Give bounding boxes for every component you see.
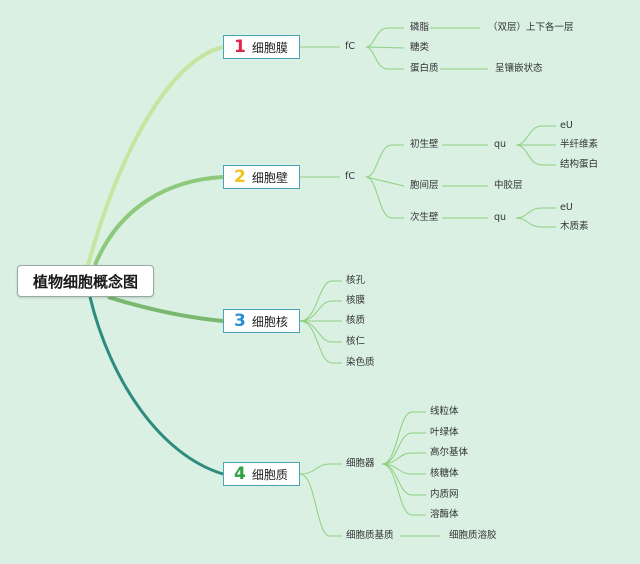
branch-line-1: [86, 45, 224, 266]
branch-number-3: 3: [234, 310, 246, 331]
leaf-nucleolus[interactable]: 核仁: [346, 336, 366, 347]
leaf-primary-wall[interactable]: 初生壁: [410, 139, 439, 150]
leaf-nucleoplasm[interactable]: 核质: [346, 315, 366, 326]
connector-label[interactable]: fC: [345, 41, 355, 52]
leaf-item[interactable]: 内质网: [430, 489, 459, 500]
leaf-item[interactable]: 高尔基体: [430, 447, 469, 458]
leaf-item[interactable]: 叶绿体: [430, 427, 459, 438]
branch-label: 细胞质: [251, 467, 288, 482]
branch-line-3: [107, 295, 224, 323]
leaf-detail[interactable]: 细胞质溶胶: [449, 530, 497, 541]
leaf-nuclear-pore[interactable]: 核孔: [346, 275, 366, 286]
leaf-phospholipid[interactable]: 磷脂: [410, 22, 430, 33]
branch-node-nucleus[interactable]: 3 细胞核: [223, 309, 300, 333]
branch-label: 细胞核: [251, 314, 288, 329]
branch-number-2: 2: [234, 166, 246, 187]
leaf-item[interactable]: 半纤维素: [560, 139, 599, 150]
leaf-detail[interactable]: （双层）上下各一层: [488, 22, 574, 33]
leaf-item[interactable]: 核糖体: [430, 468, 459, 479]
leaf-nuclear-membrane[interactable]: 核膜: [346, 295, 366, 306]
branch-number-1: 1: [234, 36, 246, 57]
leaf-sub[interactable]: qu: [494, 139, 507, 150]
connector-label[interactable]: fC: [345, 171, 355, 182]
leaf-detail[interactable]: 呈镶嵌状态: [495, 63, 543, 74]
leaf-item[interactable]: eU: [560, 202, 573, 213]
leaf-chromatin[interactable]: 染色质: [346, 357, 375, 368]
leaf-item[interactable]: eU: [560, 120, 573, 131]
branch-node-cytoplasm[interactable]: 4 细胞质: [223, 462, 300, 486]
branch-label: 细胞膜: [251, 40, 288, 55]
leaf-protein[interactable]: 蛋白质: [410, 63, 439, 74]
leaf-item[interactable]: 线粒体: [430, 406, 459, 417]
leaf-cytosol-matrix[interactable]: 细胞质基质: [346, 530, 394, 541]
root-node[interactable]: 植物细胞概念图: [17, 265, 154, 297]
branch-node-cell-membrane[interactable]: 1 细胞膜: [223, 35, 300, 59]
leaf-organelles[interactable]: 细胞器: [346, 458, 375, 469]
branch-line-4: [88, 296, 224, 476]
leaf-item[interactable]: 结构蛋白: [560, 159, 599, 170]
leaf-item[interactable]: 木质素: [560, 221, 589, 232]
leaf-secondary-wall[interactable]: 次生壁: [410, 212, 439, 223]
branch-label: 细胞壁: [251, 170, 288, 185]
leaf-carbohydrate[interactable]: 糖类: [410, 42, 430, 53]
leaf-middle-lamella[interactable]: 胞间层: [410, 180, 439, 191]
branch-number-4: 4: [234, 463, 246, 484]
leaf-detail[interactable]: 中胶层: [494, 180, 523, 191]
branch-line-2: [93, 175, 224, 266]
leaf-sub[interactable]: qu: [494, 212, 507, 223]
branch-node-cell-wall[interactable]: 2 细胞壁: [223, 165, 300, 189]
leaf-item[interactable]: 溶酶体: [430, 509, 459, 520]
